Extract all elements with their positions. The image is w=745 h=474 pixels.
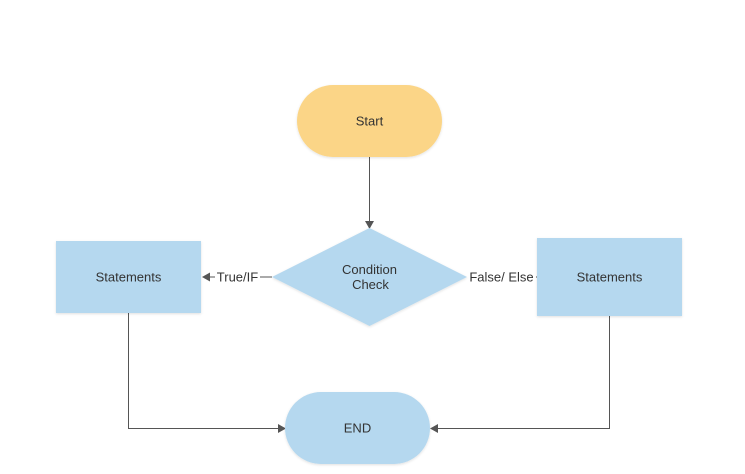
condition-decision-shape bbox=[272, 228, 467, 326]
node-statements-false: Statements bbox=[537, 238, 682, 316]
end-label: END bbox=[344, 421, 371, 436]
arrowhead-true-statements bbox=[202, 272, 210, 282]
condition-label-line1: Condition bbox=[342, 262, 397, 277]
node-start: Start bbox=[297, 85, 442, 157]
node-condition: Condition Check bbox=[272, 228, 467, 326]
arrowhead-end-left bbox=[278, 424, 286, 433]
edge-label-false-text: False/ Else bbox=[469, 270, 533, 285]
node-statements-true: Statements bbox=[56, 241, 201, 313]
edge-label-true-text: True/IF bbox=[217, 270, 258, 285]
edge-label-true: True/IF bbox=[215, 268, 260, 286]
statements-false-process-shape bbox=[537, 238, 682, 316]
condition-label-line2: Check bbox=[352, 277, 389, 292]
edge-false-statements-to-end bbox=[438, 316, 610, 429]
edge-label-false: False/ Else bbox=[467, 268, 536, 286]
edge-true-statements-to-end bbox=[128, 313, 279, 429]
node-end: END bbox=[285, 392, 430, 464]
arrowhead-end-right bbox=[430, 424, 438, 433]
end-terminator-shape bbox=[285, 392, 430, 464]
start-terminator-shape bbox=[297, 85, 442, 157]
statements-true-label: Statements bbox=[96, 270, 162, 285]
statements-false-label: Statements bbox=[577, 270, 643, 285]
arrowhead-condition-top bbox=[365, 221, 374, 229]
statements-true-process-shape bbox=[56, 241, 201, 313]
start-label: Start bbox=[356, 114, 384, 129]
